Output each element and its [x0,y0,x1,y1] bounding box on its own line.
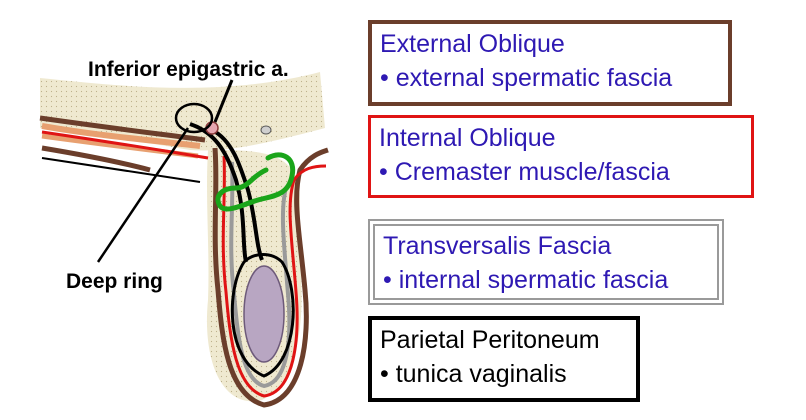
epigastric-pointer [213,79,234,123]
testis [243,265,285,363]
wall-brown-band [41,145,151,173]
external-oblique-item: • external spermatic fascia [380,64,673,92]
processus-vaginalis [189,122,264,263]
parietal-peritoneum-title: Parietal Peritoneum [380,326,600,354]
internal-oblique-box: Internal Oblique • Cremaster muscle/fasc… [368,115,754,198]
inferior-epigastric-label: Inferior epigastric a. [88,58,289,81]
internal-oblique-title: Internal Oblique [379,124,556,152]
transversalis-fascia-title: Transversalis Fascia [383,232,612,260]
abdominal-wall-fat [40,72,325,151]
peritoneum-line [41,157,201,183]
transversalis-fascia-item: • internal spermatic fascia [383,266,669,294]
external-oblique-sheath [212,147,329,408]
cremaster-layer-wall [41,130,209,160]
transversalis-fascia-box: Transversalis Fascia • internal spermati… [368,219,724,305]
vessel-small [260,125,272,135]
internal-oblique-item: • Cremaster muscle/fascia [379,158,670,186]
external-oblique-box: External Oblique • external spermatic fa… [368,20,732,106]
superficial-ring-outline [215,152,296,212]
cremaster-layer-sheath [221,155,327,398]
parietal-peritoneum-box: Parietal Peritoneum • tunica vaginalis [368,316,640,402]
deep-ring-label: Deep ring [66,270,163,293]
deep-ring-circle [174,102,214,134]
parietal-peritoneum-item: • tunica vaginalis [380,360,567,388]
internal-oblique-muscle [41,123,201,149]
deep-ring-pointer [96,127,190,263]
inguinal-canal-diagram [39,72,329,408]
external-oblique-title: External Oblique [380,30,565,58]
transversalis-fascia-sheath [229,161,292,389]
tunica-vaginalis [230,253,295,378]
external-oblique-layer-upper [39,115,206,143]
